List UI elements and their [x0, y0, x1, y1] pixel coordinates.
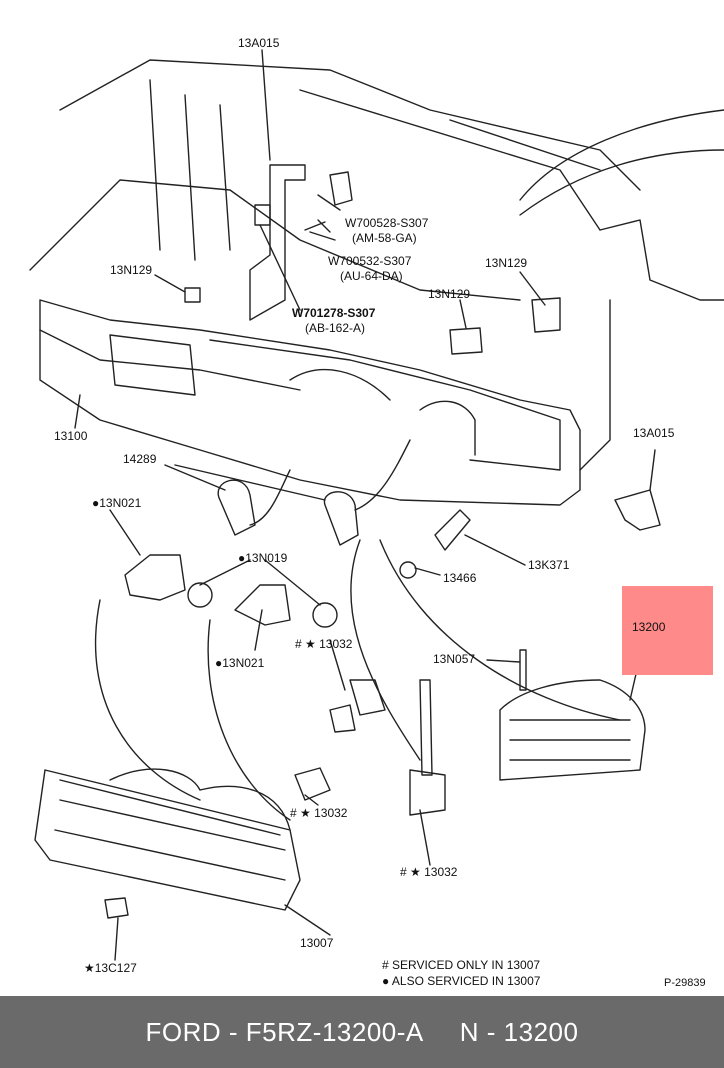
callout-au64: (AU-64-DA) [340, 269, 403, 283]
callout-w700528: W700528-S307 [345, 216, 429, 230]
callout-13a015-right: 13A015 [633, 426, 675, 440]
legend-serviced-only: # SERVICED ONLY IN 13007 [382, 958, 541, 972]
highlighted-part-13200[interactable]: 13200 [622, 586, 713, 675]
footer-part-number: FORD - F5RZ-13200-A [145, 1016, 424, 1047]
callout-13a015-top: 13A015 [238, 36, 280, 50]
figure-id: P-29839 [664, 977, 706, 989]
callout-13n129-left: 13N129 [110, 263, 153, 277]
callout-13n019: ●13N019 [238, 551, 288, 565]
footer-reference: N - 13200 [459, 1016, 579, 1047]
legend-also-serviced: ● ALSO SERVICED IN 13007 [382, 974, 541, 988]
callout-w700532: W700532-S307 [328, 254, 412, 268]
callout-13100: 13100 [54, 429, 88, 443]
callout-13007: 13007 [300, 936, 334, 950]
callout-13466: 13466 [443, 571, 477, 585]
callout-13n129-mid: 13N129 [428, 287, 471, 301]
footer-bar: FORD - F5RZ-13200-A N - 13200 [0, 996, 724, 1068]
highlight-label: 13200 [632, 620, 666, 634]
parts-diagram [29, 49, 724, 961]
callout-13032-c: # ★ 13032 [400, 865, 458, 879]
callout-13n021-bottom: ●13N021 [215, 656, 265, 670]
callout-13n021-top: ●13N021 [92, 496, 142, 510]
callout-ab162: (AB-162-A) [305, 321, 366, 335]
callout-13032-a: # ★ 13032 [295, 637, 353, 651]
callout-13n057: 13N057 [433, 652, 476, 666]
callout-13k371: 13K371 [528, 558, 570, 572]
callout-w701278: W701278-S307 [292, 306, 376, 320]
callout-13n129-right: 13N129 [485, 256, 528, 270]
callout-13c127: ★13C127 [84, 961, 137, 975]
callout-am58: (AM-58-GA) [352, 231, 417, 245]
callout-14289: 14289 [123, 452, 157, 466]
callout-13032-b: # ★ 13032 [290, 806, 348, 820]
